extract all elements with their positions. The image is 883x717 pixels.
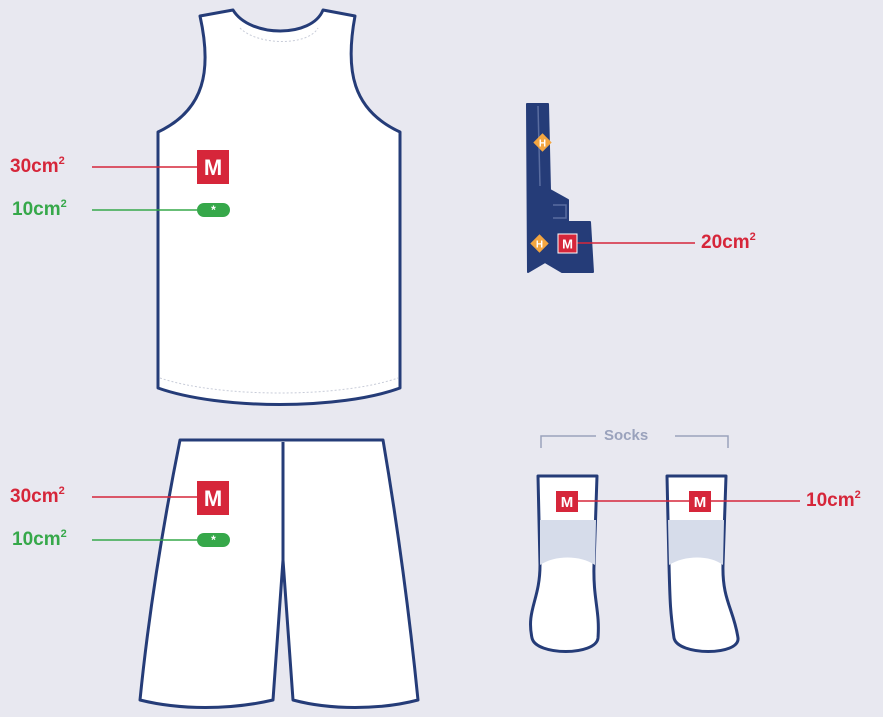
- mark-letter: M: [562, 237, 573, 252]
- socks-title: Socks: [604, 427, 648, 444]
- mark-letter: M: [561, 494, 574, 511]
- sock-left-manufacturer-mark: M: [556, 491, 578, 512]
- shorts-other-label: 10cm2: [12, 530, 67, 549]
- jersey-other-mark: *: [197, 203, 230, 217]
- mark-letter: M: [204, 155, 222, 180]
- mark-letter: H: [536, 240, 543, 251]
- jersey-manufacturer-label: 30cm2: [10, 157, 65, 176]
- shorts-manufacturer-label: 30cm2: [10, 487, 65, 506]
- socks-label: 10cm2: [806, 491, 861, 510]
- jersey-other-label: 10cm2: [12, 200, 67, 219]
- mark-asterisk: *: [211, 203, 216, 217]
- shoe-label: 20cm2: [701, 233, 756, 252]
- shorts-icon: [140, 440, 418, 708]
- shorts-manufacturer-mark: M: [197, 481, 229, 515]
- jersey-icon: [158, 10, 400, 405]
- mark-letter: M: [204, 486, 222, 511]
- sock-right-manufacturer-mark: M: [689, 491, 711, 512]
- mark-letter: H: [539, 139, 546, 150]
- jersey-manufacturer-mark: M: [197, 150, 229, 184]
- shoe-manufacturer-mark: M: [558, 234, 577, 253]
- shorts-other-mark: *: [197, 533, 230, 547]
- mark-letter: M: [694, 494, 707, 511]
- mark-asterisk: *: [211, 533, 216, 547]
